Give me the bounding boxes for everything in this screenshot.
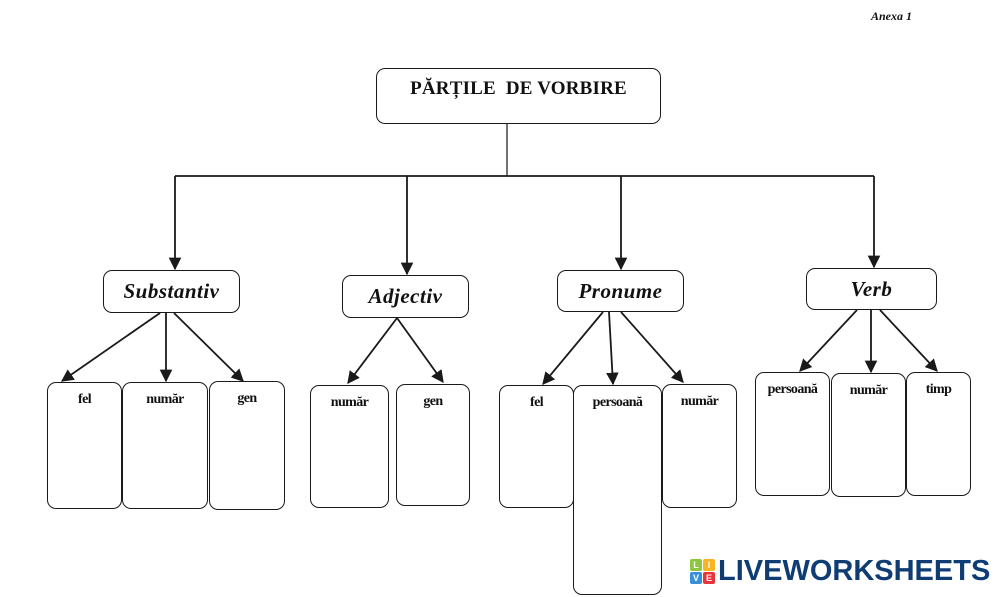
leaf-label: număr xyxy=(680,394,719,409)
diagram-title: PĂRȚILE DE VORBIRE xyxy=(410,78,627,99)
arrow-verb-timp xyxy=(879,309,938,372)
leaf-box-verb-numar[interactable]: număr xyxy=(831,373,906,497)
arrow-substantiv-fel xyxy=(60,312,161,382)
arrow-adjectiv-numar xyxy=(347,317,398,385)
arrow-pronume-fel xyxy=(542,311,604,385)
leaf-label: timp xyxy=(925,382,952,397)
liveworksheets-logo: L I V E LIVEWORKSHEETS xyxy=(690,557,990,586)
leaf-label: număr xyxy=(330,395,369,410)
leaf-label: fel xyxy=(530,395,544,410)
leaf-box-adjectiv-numar[interactable]: număr xyxy=(310,385,389,508)
leaf-box-pronume-persoana[interactable]: persoană xyxy=(573,385,662,595)
logo-tile: L xyxy=(690,559,702,571)
leaf-box-adjectiv-gen[interactable]: gen xyxy=(396,384,470,506)
leaf-box-pronume-numar[interactable]: număr xyxy=(662,384,737,508)
logo-tile: V xyxy=(690,572,702,584)
category-label: Pronume xyxy=(578,278,663,303)
leaf-label: număr xyxy=(146,392,184,407)
leaf-box-substantiv-fel[interactable]: fel xyxy=(47,382,122,509)
leaf-label: gen xyxy=(423,394,443,409)
annex-label: Anexa 1 xyxy=(871,9,913,23)
leaf-box-substantiv-numar[interactable]: număr xyxy=(122,382,208,509)
leaf-label: număr xyxy=(849,383,888,398)
arrow-substantiv-gen xyxy=(173,312,244,382)
arrow-pronume-numar xyxy=(620,311,684,383)
category-box-pronume: Pronume xyxy=(557,270,684,312)
leaf-box-verb-persoana[interactable]: persoană xyxy=(755,372,830,496)
title-box: PĂRȚILE DE VORBIRE xyxy=(376,68,661,124)
leaf-label: persoană xyxy=(767,382,818,397)
leaf-box-substantiv-gen[interactable]: gen xyxy=(209,381,285,510)
leaf-box-pronume-fel[interactable]: fel xyxy=(499,385,574,508)
leaf-label: gen xyxy=(237,391,257,406)
leaf-label: persoană xyxy=(592,395,643,410)
category-label: Substantiv xyxy=(123,279,220,303)
logo-tile: I xyxy=(703,559,715,571)
logo-tile: E xyxy=(703,572,715,584)
category-label: Adjectiv xyxy=(368,284,443,308)
logo-wordmark: LIVEWORKSHEETS xyxy=(718,555,991,587)
arrow-pronume-persoana xyxy=(606,311,619,386)
arrow-verb-persoana xyxy=(799,309,858,372)
leaf-label: fel xyxy=(78,392,92,407)
category-box-verb: Verb xyxy=(806,268,937,310)
arrow-adjectiv-gen xyxy=(396,317,444,384)
category-box-substantiv: Substantiv xyxy=(103,270,240,313)
category-box-adjectiv: Adjectiv xyxy=(342,275,469,318)
category-label: Verb xyxy=(850,276,893,301)
leaf-box-verb-timp[interactable]: timp xyxy=(906,372,971,496)
logo-tiles-icon: L I V E xyxy=(690,559,715,584)
